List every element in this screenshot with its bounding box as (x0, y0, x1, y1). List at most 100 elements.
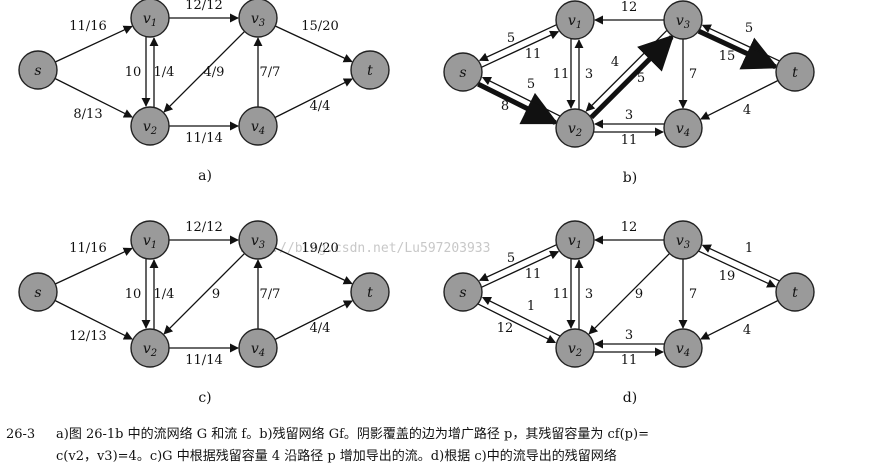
edge-b-v2-v3 (589, 34, 675, 120)
edge-label-c-v2-v1: 10 (125, 287, 142, 302)
edge-label-b-t-v4: 4 (743, 103, 751, 118)
subfigure-label-b: b) (623, 170, 637, 186)
node-a-v2: v2 (130, 106, 170, 146)
node-label-b-v1: v1 (568, 13, 582, 31)
edge-label-b-v2-s: 8 (501, 99, 509, 114)
node-label-c-s: s (34, 285, 41, 301)
node-d-v2: v2 (555, 328, 595, 368)
edge-label-a-s-v2: 8/13 (73, 107, 102, 122)
edge-label-d-v1-v2: 11 (553, 287, 570, 302)
edge-label-d-s-v1: 5 (507, 251, 515, 266)
edge-label-d-t-v3: 19 (719, 269, 736, 284)
node-label-d-v4: v4 (676, 341, 690, 359)
node-c-v2: v2 (130, 328, 170, 368)
node-b-v2: v2 (555, 108, 595, 148)
node-label-b-v2: v2 (568, 121, 582, 139)
edge-label-d-t-v4: 4 (743, 323, 751, 338)
edge-d-t-v4 (700, 299, 779, 340)
caption-line-2: c(v2，v3)=4。c)G 中根据残留容量 4 沿路径 p 增加导出的流。d)… (56, 449, 617, 464)
node-c-v1: v1 (130, 220, 170, 260)
edge-label-b-s-v1: 5 (507, 31, 515, 46)
edge-label-d-v2-s: 12 (497, 321, 514, 336)
edge-label-c-v3-t: 19/20 (301, 241, 338, 256)
edge-label-a-v2-v4: 11/14 (185, 131, 222, 146)
node-c-s: s (18, 272, 58, 312)
edge-b-t-v4 (700, 79, 779, 120)
edge-label-b-t-v3: 15 (719, 49, 736, 64)
edge-label-c-s-v1: 11/16 (69, 241, 106, 256)
edge-a-v3-v2 (163, 30, 246, 113)
node-a-v3: v3 (238, 0, 278, 38)
edge-b-s-v1 (481, 30, 560, 68)
node-a-v1: v1 (130, 0, 170, 38)
edge-c-s-v2 (54, 299, 133, 340)
node-a-v4: v4 (238, 106, 278, 146)
edge-label-b-s-v2: 5 (527, 77, 535, 92)
node-c-t: t (350, 272, 390, 312)
edge-label-d-v2-v1: 3 (585, 287, 593, 302)
node-label-b-t: t (792, 65, 798, 81)
node-label-a-v2: v2 (143, 119, 157, 137)
edge-label-c-v2-v4: 11/14 (185, 353, 222, 368)
edge-label-c-v3-v2: 9 (212, 287, 220, 302)
edge-label-b-v1-v2: 11 (553, 67, 570, 82)
edge-d-v1-s (478, 244, 557, 282)
edge-b-v3-v2 (585, 30, 668, 112)
edge-label-a-v1-v2: 1/4 (154, 65, 175, 80)
edge-c-v4-t (274, 300, 353, 341)
node-label-c-v4: v4 (251, 341, 265, 359)
edge-d-v2-s (481, 296, 561, 337)
node-label-a-t: t (367, 63, 373, 79)
subfigure-label-d: d) (623, 390, 637, 406)
node-b-v3: v3 (663, 0, 703, 40)
node-label-b-v3: v3 (676, 13, 690, 31)
edge-label-b-v3-t: 5 (745, 21, 753, 36)
edge-b-s-v2 (477, 81, 559, 125)
edge-label-b-v3-v2: 5 (637, 71, 645, 86)
edge-d-s-v2 (477, 303, 557, 344)
edge-label-d-v3-t: 1 (745, 241, 753, 256)
edge-label-d-v4-v2: 11 (621, 353, 638, 368)
node-b-v4: v4 (663, 108, 703, 148)
node-b-t: t (775, 52, 815, 92)
edge-label-c-v1-v2: 1/4 (154, 287, 175, 302)
edge-label-c-v1-v3: 12/12 (185, 220, 222, 235)
node-label-a-s: s (34, 63, 41, 79)
edge-b-v3-t (697, 28, 779, 70)
edge-b-v1-s (478, 24, 557, 62)
edge-d-t-v3 (701, 244, 780, 282)
node-d-v1: v1 (555, 220, 595, 260)
edge-label-d-v1-s: 11 (525, 267, 542, 282)
edge-c-v3-t (274, 247, 353, 285)
edge-label-b-v4-v2: 11 (621, 133, 638, 148)
node-d-t: t (775, 272, 815, 312)
node-a-s: s (18, 50, 58, 90)
node-c-v3: v3 (238, 220, 278, 260)
edge-label-a-v4-v3: 7/7 (260, 65, 281, 80)
caption-text-1: a)图 26-1b 中的流网络 G 和流 f。b)残留网络 Gf。阴影覆盖的边为… (56, 427, 649, 442)
node-c-v4: v4 (238, 328, 278, 368)
node-label-a-v3: v3 (251, 11, 265, 29)
edge-label-c-s-v2: 12/13 (69, 329, 106, 344)
node-label-d-t: t (792, 285, 798, 301)
edge-label-a-s-v1: 11/16 (69, 19, 106, 34)
edge-a-v3-t (274, 25, 353, 63)
node-label-b-v4: v4 (676, 121, 690, 139)
node-label-c-v3: v3 (251, 233, 265, 251)
edge-a-s-v2 (54, 77, 133, 118)
edge-label-d-v3-v1: 12 (621, 220, 638, 235)
node-label-a-v1: v1 (143, 11, 157, 29)
edge-label-a-v3-t: 15/20 (301, 19, 338, 34)
node-d-v4: v4 (663, 328, 703, 368)
edge-d-v3-t (698, 250, 777, 288)
edge-label-a-v3-v2: 4/9 (204, 65, 225, 80)
edge-label-d-v3-v4: 7 (689, 287, 697, 302)
edge-label-b-v2-v4: 3 (625, 108, 633, 123)
edge-b-v2-s (481, 76, 561, 117)
edge-label-a-v2-v1: 10 (125, 65, 142, 80)
